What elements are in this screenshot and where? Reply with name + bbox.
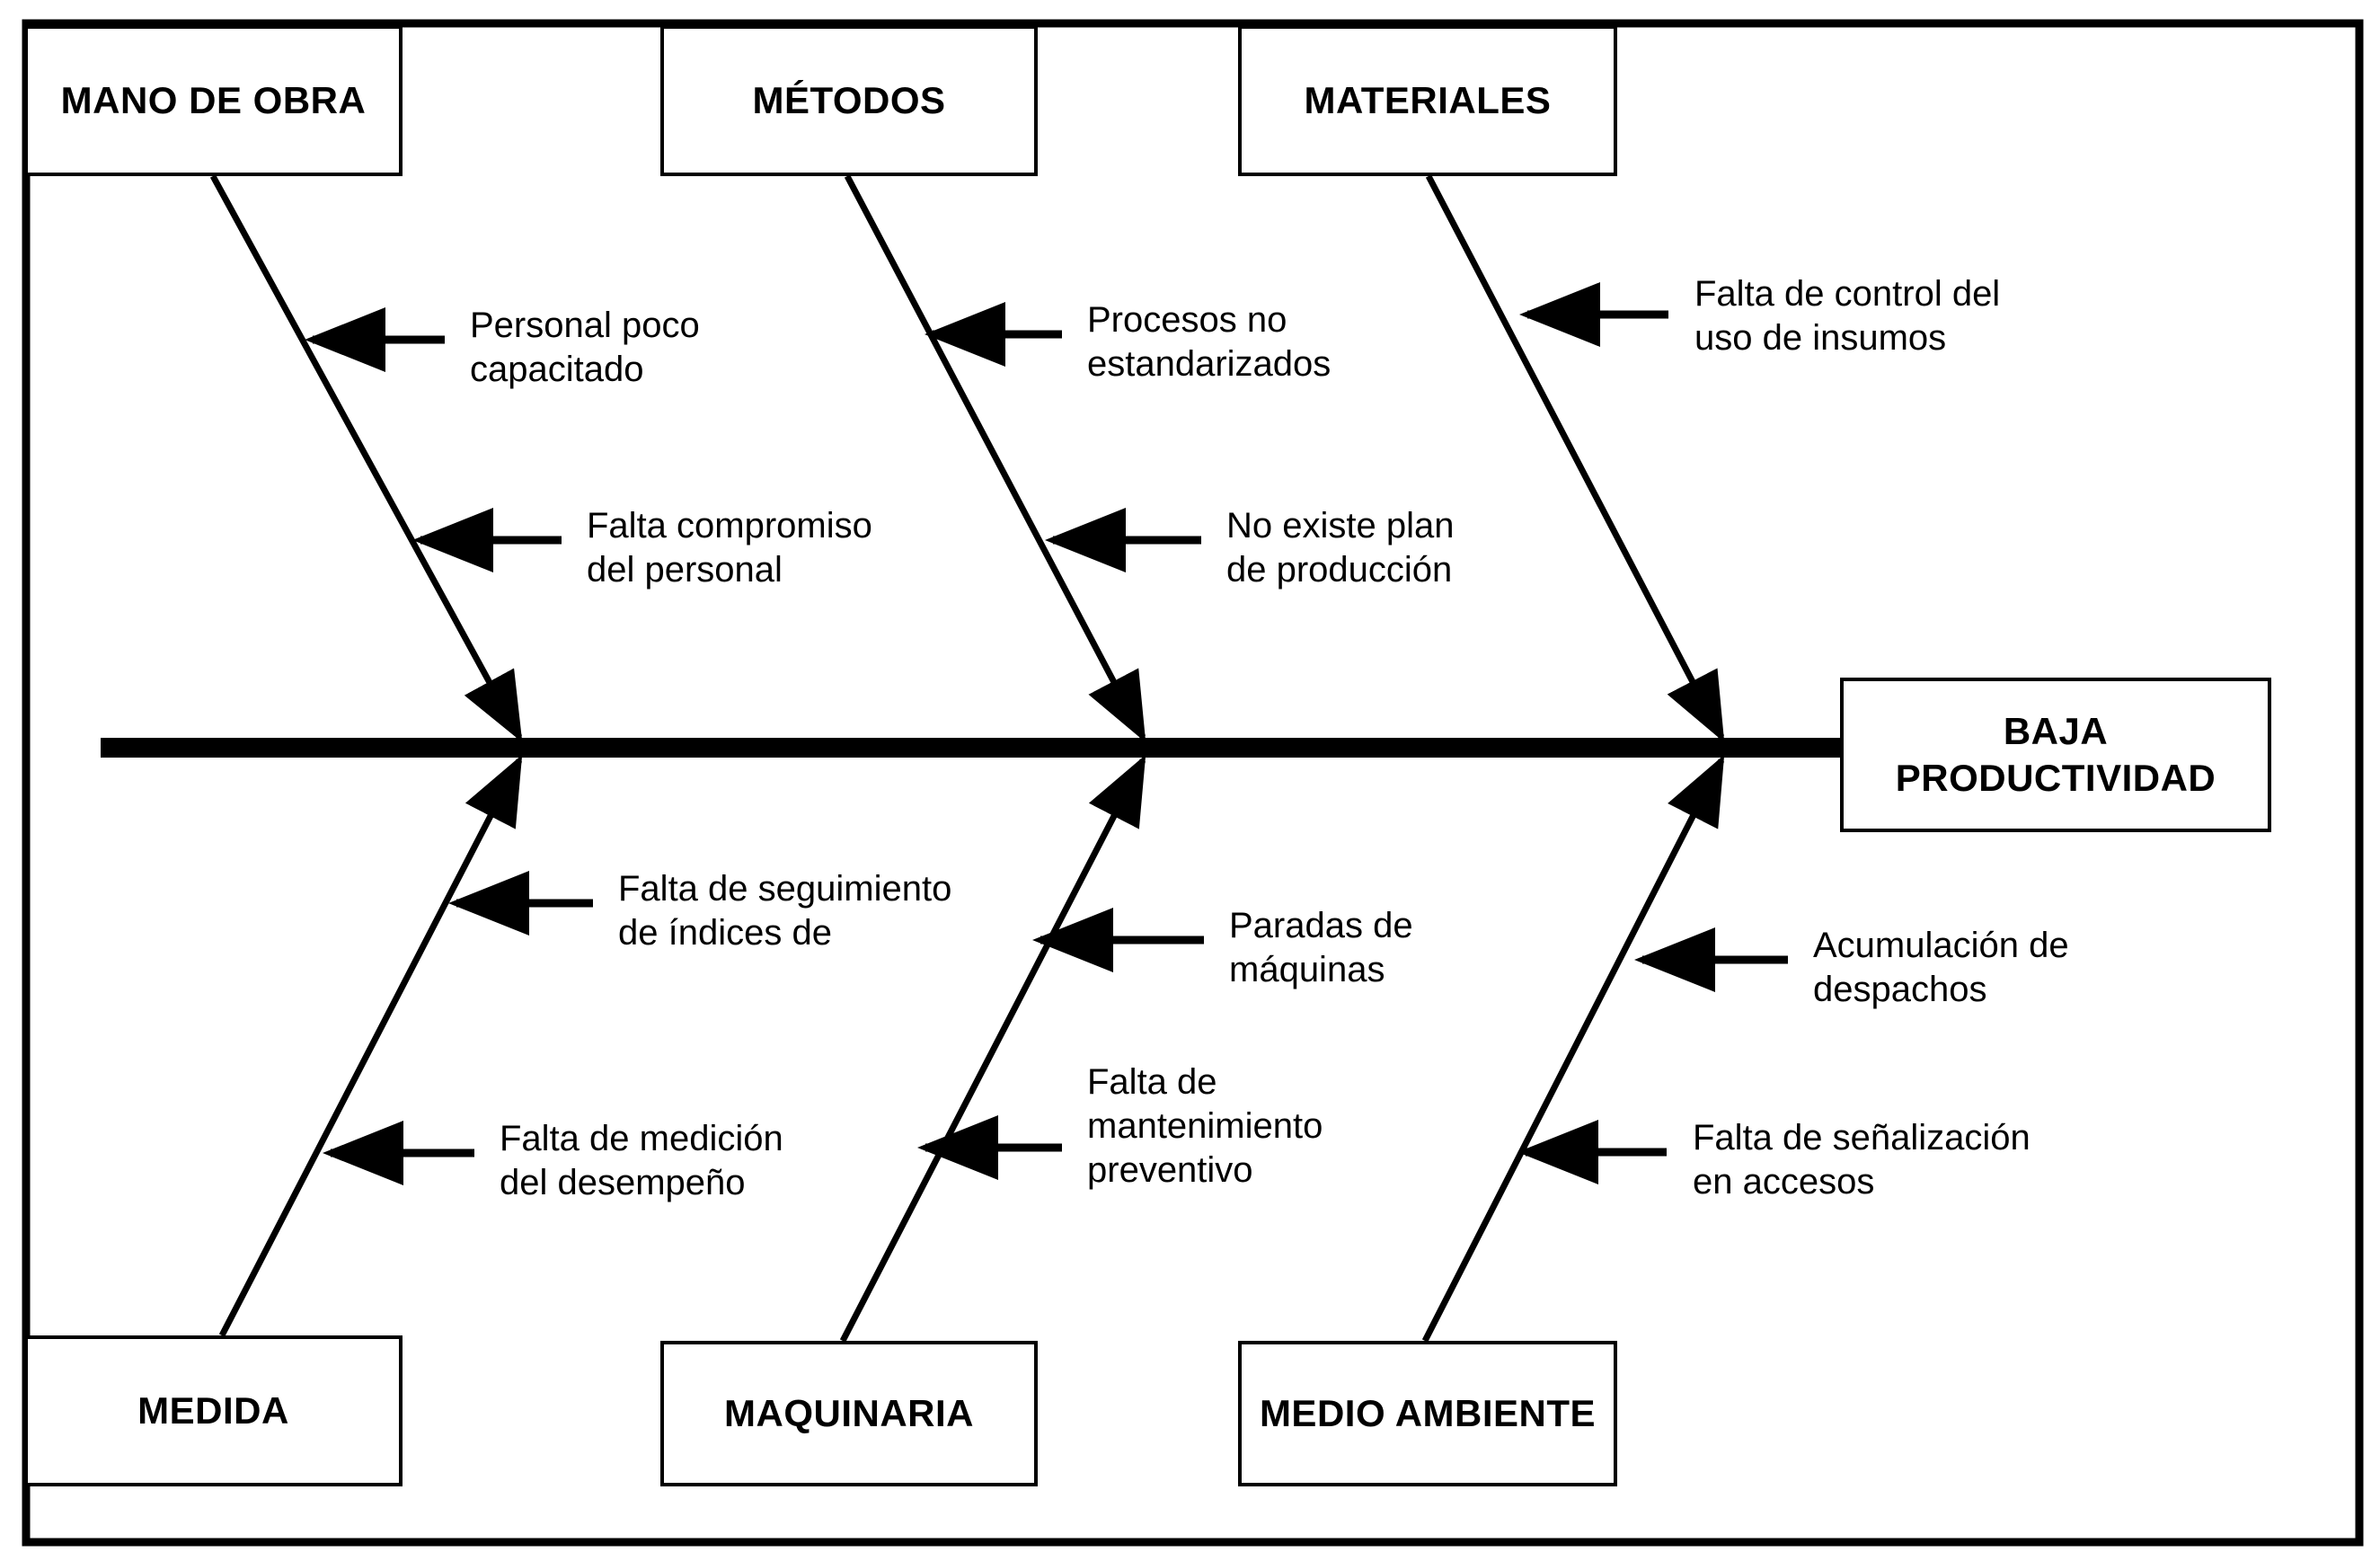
rib-metodos — [844, 174, 1146, 743]
category-label-materiales: MATERIALES — [1304, 79, 1552, 122]
category-label-metodos: MÉTODOS — [752, 79, 946, 122]
cause-label-falta-de-mantenimiento-preventivo: Falta de mantenimiento preventivo — [1087, 1062, 1323, 1190]
category-label-medida: MEDIDA — [137, 1389, 289, 1432]
cause-label-falta-compromiso-del-personal: Falta compromiso del personal — [587, 506, 872, 590]
category-box-mano-de-obra[interactable]: MANO DE OBRA — [24, 25, 403, 176]
category-box-medida[interactable]: MEDIDA — [24, 1335, 403, 1486]
category-label-medio-ambiente: MEDIO AMBIENTE — [1259, 1392, 1597, 1435]
category-box-maquinaria[interactable]: MAQUINARIA — [660, 1341, 1038, 1486]
category-label-mano-de-obra: MANO DE OBRA — [60, 79, 367, 122]
rib-materiales — [1425, 174, 1725, 743]
cause-label-falta-de-control-del-uso-de-insumos: Falta de control del uso de insumos — [1694, 274, 2001, 358]
cause-label-procesos-no-estandarizados: Procesos no estandarizados — [1087, 300, 1332, 384]
category-box-materiales[interactable]: MATERIALES — [1238, 25, 1617, 176]
rib-maquinaria — [839, 754, 1146, 1343]
cause-label-paradas-de-maquinas: Paradas de máquinas — [1229, 906, 1413, 989]
rib-medio-ambiente — [1421, 754, 1725, 1343]
diagram-outer-frame — [22, 19, 2364, 1547]
category-label-maquinaria: MAQUINARIA — [724, 1392, 974, 1435]
category-box-metodos[interactable]: MÉTODOS — [660, 25, 1038, 176]
cause-label-no-existe-plan-de-produccion: No existe plan de producción — [1226, 506, 1455, 590]
category-box-medio-ambiente[interactable]: MEDIO AMBIENTE — [1238, 1341, 1617, 1486]
cause-label-falta-de-seguimiento-de-indices: Falta de seguimiento de índices de — [618, 869, 952, 953]
effect-label: BAJA PRODUCTIVIDAD — [1895, 709, 2216, 800]
rib-mano-de-obra — [209, 174, 523, 743]
effect-box-baja-productividad[interactable]: BAJA PRODUCTIVIDAD — [1840, 678, 2271, 832]
rib-medida — [218, 754, 523, 1337]
cause-label-personal-poco-capacitado: Personal poco capacitado — [470, 306, 700, 389]
cause-label-falta-de-senalizacion-en-accesos: Falta de señalización en accesos — [1693, 1118, 2031, 1202]
cause-label-acumulacion-de-despachos: Acumulación de despachos — [1813, 926, 2069, 1009]
cause-label-falta-de-medicion-del-desempeno: Falta de medición del desempeño — [500, 1119, 783, 1202]
